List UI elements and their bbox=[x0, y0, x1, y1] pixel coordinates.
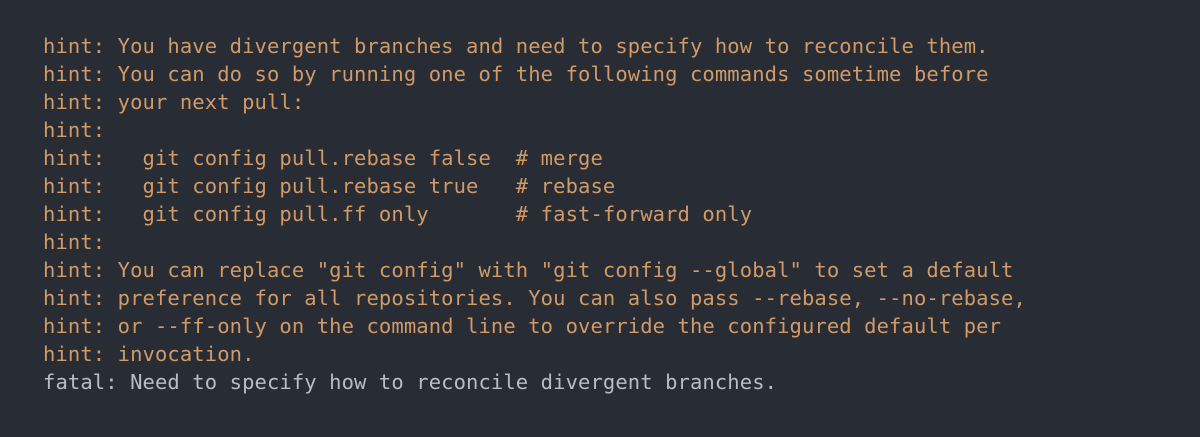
hint-line: hint: bbox=[43, 230, 106, 254]
hint-command-rebase: hint: git config pull.rebase true # reba… bbox=[43, 174, 616, 198]
hint-line: hint: or --ff-only on the command line t… bbox=[43, 314, 1002, 338]
hint-line: hint: your next pull: bbox=[43, 90, 305, 114]
hint-line: hint: You can do so by running one of th… bbox=[43, 62, 989, 86]
hint-command-ff-only: hint: git config pull.ff only # fast-for… bbox=[43, 202, 753, 226]
hint-line: hint: You can replace "git config" with … bbox=[43, 258, 1014, 282]
hint-line: hint: bbox=[43, 118, 106, 142]
hint-command-merge: hint: git config pull.rebase false # mer… bbox=[43, 146, 603, 170]
hint-line: hint: invocation. bbox=[43, 342, 255, 366]
hint-line: hint: preference for all repositories. Y… bbox=[43, 286, 1026, 310]
fatal-error-line: fatal: Need to specify how to reconcile … bbox=[43, 370, 778, 394]
hint-line: hint: You have divergent branches and ne… bbox=[43, 34, 989, 58]
